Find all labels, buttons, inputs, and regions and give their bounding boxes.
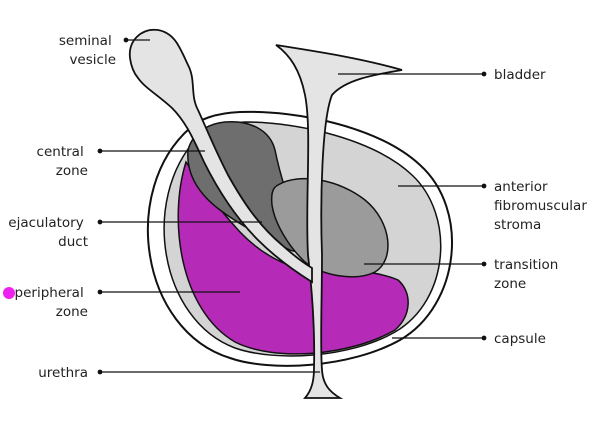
dot-urethra [97,369,103,375]
dot-peripheral-zone [97,289,103,295]
dot-transition-zone [481,261,487,267]
label-ejaculatory-duct: ejaculatory duct [8,215,88,250]
label-capsule: capsule [494,331,546,347]
leader-lines [100,39,484,373]
dot-bladder [481,71,487,77]
dot-ejaculatory-duct [97,219,103,225]
label-central-zone: central zone [37,144,88,179]
dot-central-zone [97,148,103,154]
seminal-vesicle-and-duct [129,28,313,284]
label-transition-zone: transition zone [494,257,563,292]
peripheral-zone-region [177,160,409,355]
label-peripheral-zone[interactable]: peripheral zone [15,285,88,320]
label-urethra: urethra [38,365,88,381]
label-seminal-vesicle: seminal vesicle [59,33,116,68]
label-anterior-stroma: anterior fibromuscular stroma [494,179,591,233]
dot-anterior-stroma [481,183,487,189]
dot-seminal-vesicle [123,37,129,43]
peripheral-zone-highlight-dot[interactable] [3,287,15,299]
leader-dots [97,37,487,375]
bladder-and-urethra [275,44,403,399]
transition-zone-region [270,177,389,278]
dot-capsule [481,335,487,341]
label-bladder: bladder [494,67,546,83]
